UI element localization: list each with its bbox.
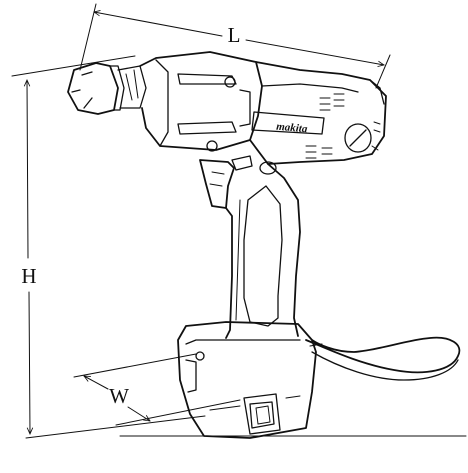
height-label: H — [21, 264, 36, 288]
wrist-strap-icon — [305, 336, 461, 381]
trigger-icon — [199, 159, 235, 209]
width-label: W — [109, 384, 129, 408]
brand-logo: makita — [276, 121, 309, 136]
length-label: L — [228, 23, 241, 47]
dimension-height: H — [11, 55, 206, 439]
vent-slots — [305, 93, 345, 159]
socket-icon — [67, 62, 147, 115]
dimension-width: W — [73, 353, 241, 426]
dimension-length: L — [79, 3, 391, 89]
battery-pack-icon — [177, 321, 317, 439]
reverse-switch-icon — [231, 155, 277, 175]
impact-driver-illustration: makita — [67, 51, 461, 439]
rear-cap-icon — [344, 123, 372, 153]
